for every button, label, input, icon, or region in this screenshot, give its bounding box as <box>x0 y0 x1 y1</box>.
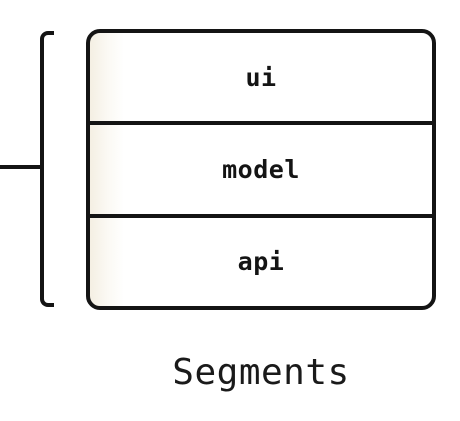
segments-stack: ui model api <box>86 29 436 310</box>
grouping-bracket <box>40 31 54 307</box>
segments-caption: Segments <box>172 352 350 393</box>
segment-ui: ui <box>245 62 277 92</box>
connector-line <box>0 165 44 169</box>
segment-model: model <box>90 121 432 213</box>
segment-api: api <box>90 213 432 306</box>
